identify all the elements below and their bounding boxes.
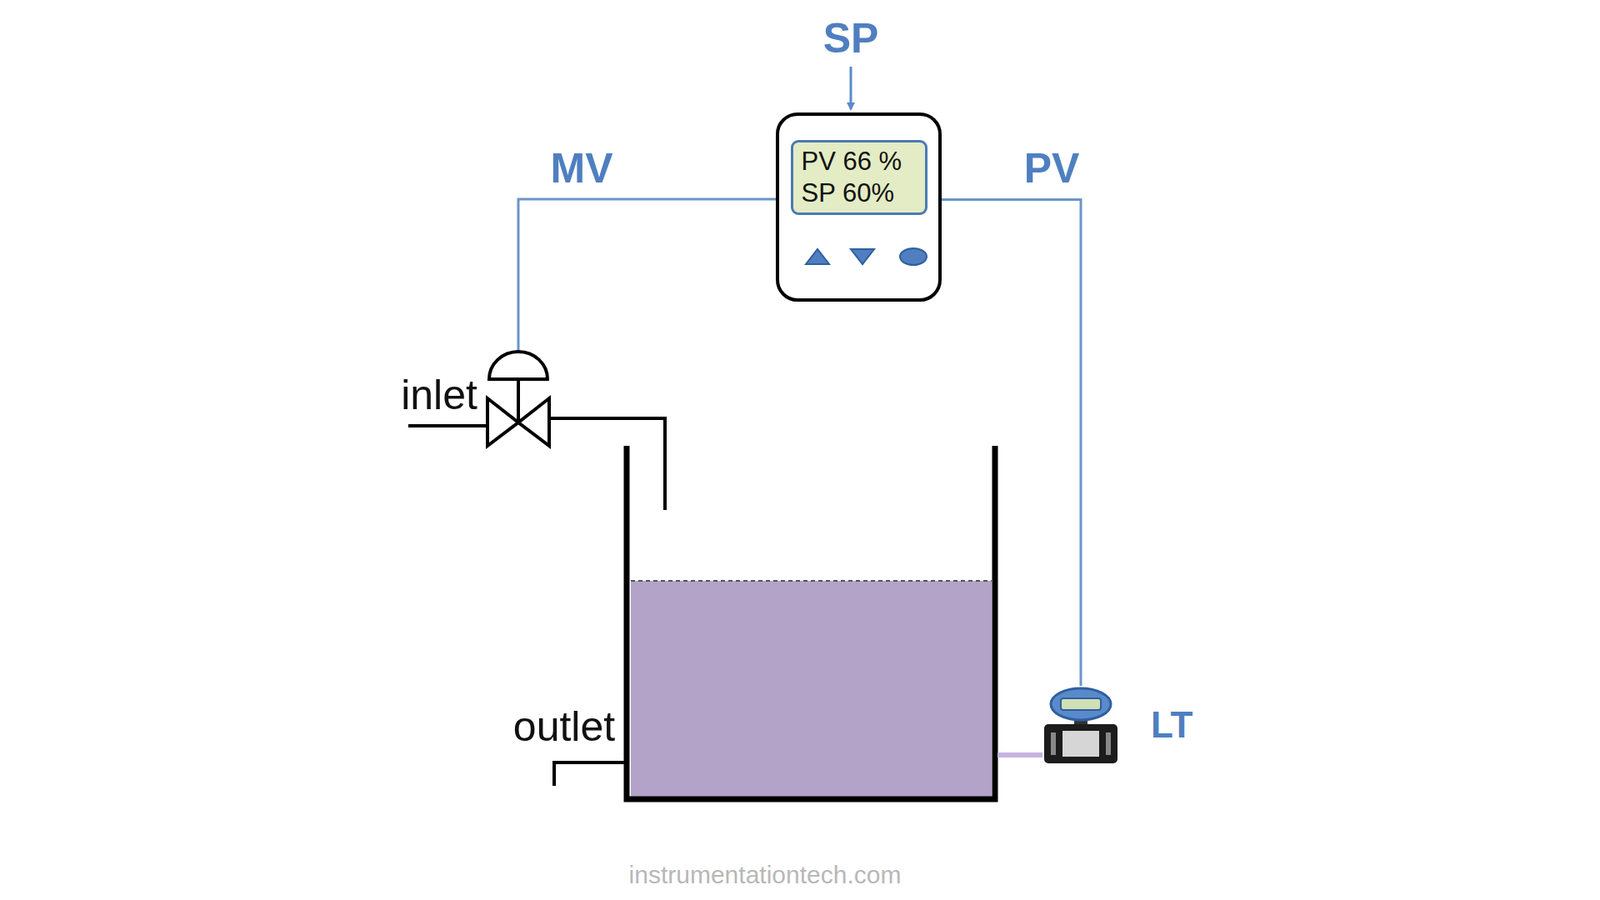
setpoint-arrow xyxy=(850,66,853,110)
valve-actuator xyxy=(489,351,548,380)
valve-stem xyxy=(516,379,520,423)
signal-label: SP xyxy=(823,14,880,63)
signal-label: MV xyxy=(550,144,614,193)
liquid-level xyxy=(630,580,992,582)
fill-pipe xyxy=(549,418,665,510)
controller-box: PV 66 %SP 60% xyxy=(775,112,942,302)
controller-display: PV 66 %SP 60% xyxy=(790,140,928,215)
transmitter-tap xyxy=(997,752,1043,758)
pipe-label: inlet xyxy=(400,370,478,420)
transmitter-symbol xyxy=(1042,685,1120,765)
liquid xyxy=(630,580,992,797)
signal-label: PV xyxy=(1024,144,1080,193)
display-reading: PV 66 % xyxy=(801,145,917,178)
instrument-tag: LT xyxy=(1150,704,1194,746)
display-reading: SP 60% xyxy=(801,177,917,210)
signal-wire xyxy=(941,199,1081,686)
outlet-pipe xyxy=(554,762,625,786)
controller-buttons xyxy=(779,224,939,275)
watermark: instrumentationtech.com xyxy=(629,860,902,890)
inlet-pipe xyxy=(408,424,488,428)
valve-body xyxy=(487,398,550,446)
pipe-label: outlet xyxy=(513,702,615,751)
enter-button xyxy=(900,248,927,265)
mv-signal-wire xyxy=(518,199,776,352)
level-transmitter: LT xyxy=(1042,685,1120,765)
up-button xyxy=(805,249,830,265)
down-button xyxy=(850,249,875,265)
tank xyxy=(626,445,995,800)
